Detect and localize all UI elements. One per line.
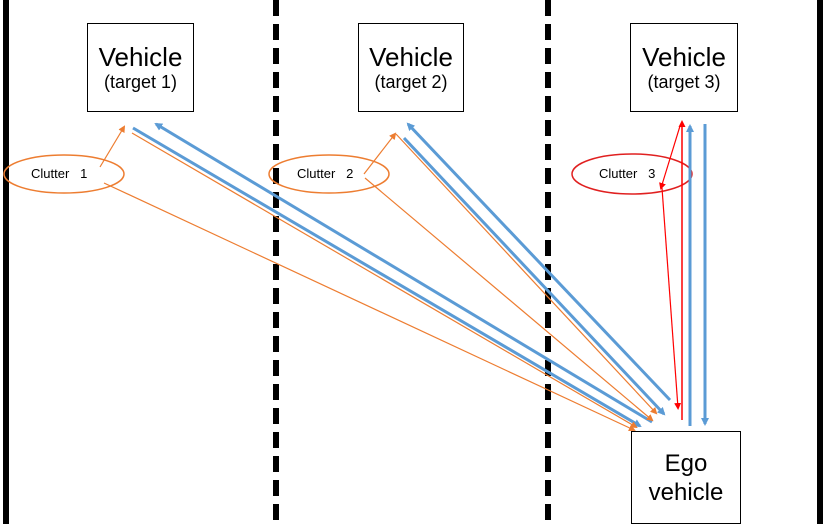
ego-label-line2: vehicle bbox=[648, 478, 724, 506]
path-t1-clutter-return bbox=[131, 132, 638, 429]
ego-label-line1: Ego bbox=[664, 449, 708, 477]
path-t1-direct-out bbox=[154, 122, 653, 424]
clutter-3-label: Clutter 3 bbox=[599, 166, 656, 181]
vehicle-target-label: (target 1) bbox=[103, 71, 178, 92]
vehicle-label: Vehicle bbox=[369, 41, 453, 72]
vehicle-label: Vehicle bbox=[98, 41, 183, 72]
path-clutter3-to-ego bbox=[661, 187, 682, 410]
path-t2-direct-out bbox=[406, 122, 672, 402]
path-clutter1-to-ego bbox=[103, 182, 636, 432]
vehicle-target-2-box: Vehicle (target 2) bbox=[358, 23, 464, 112]
vehicle-target-label: (target 2) bbox=[374, 71, 448, 92]
path-clutter2-to-ego bbox=[364, 177, 654, 422]
lane-line-dashed-2 bbox=[545, 0, 551, 524]
clutter-1-label: Clutter 1 bbox=[31, 166, 88, 181]
vehicle-target-label: (target 3) bbox=[647, 71, 721, 92]
path-t2-clutter-return bbox=[395, 133, 658, 415]
path-t2-direct-back bbox=[402, 136, 666, 416]
clutter-3-ellipse bbox=[571, 153, 693, 195]
clutter-1-ellipse bbox=[3, 154, 125, 194]
lane-line-dashed-1 bbox=[273, 0, 279, 524]
path-t2-to-clutter bbox=[363, 132, 397, 175]
vehicle-target-1-box: Vehicle (target 1) bbox=[87, 23, 194, 112]
path-t1-to-clutter bbox=[99, 125, 126, 168]
lane-line-left bbox=[3, 0, 9, 524]
vehicle-label: Vehicle bbox=[642, 41, 726, 72]
ego-vehicle-box: Ego vehicle bbox=[631, 431, 741, 524]
path-t1-direct-back bbox=[132, 126, 642, 428]
vehicle-target-3-box: Vehicle (target 3) bbox=[630, 23, 738, 112]
path-t3-to-clutter bbox=[659, 125, 681, 190]
lane-line-right bbox=[817, 0, 823, 524]
clutter-2-ellipse bbox=[268, 154, 390, 194]
clutter-2-label: Clutter 2 bbox=[297, 166, 354, 181]
